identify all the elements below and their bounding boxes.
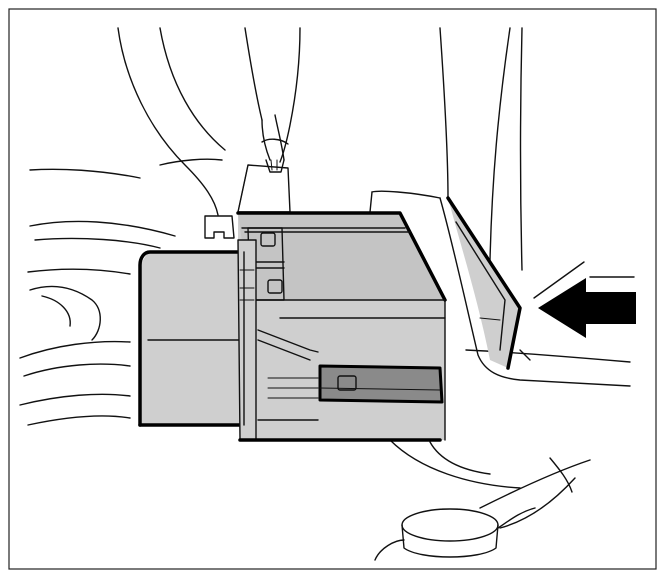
interior-background-lines bbox=[19, 27, 631, 561]
clip-slot bbox=[337, 375, 357, 391]
screw-hole-lower bbox=[267, 279, 283, 294]
figure-border bbox=[8, 8, 657, 570]
screw-hole-upper bbox=[260, 232, 276, 247]
control-unit bbox=[138, 211, 447, 442]
mounting-bracket bbox=[446, 196, 522, 370]
release-clip bbox=[318, 364, 444, 404]
direction-arrow bbox=[533, 261, 636, 338]
